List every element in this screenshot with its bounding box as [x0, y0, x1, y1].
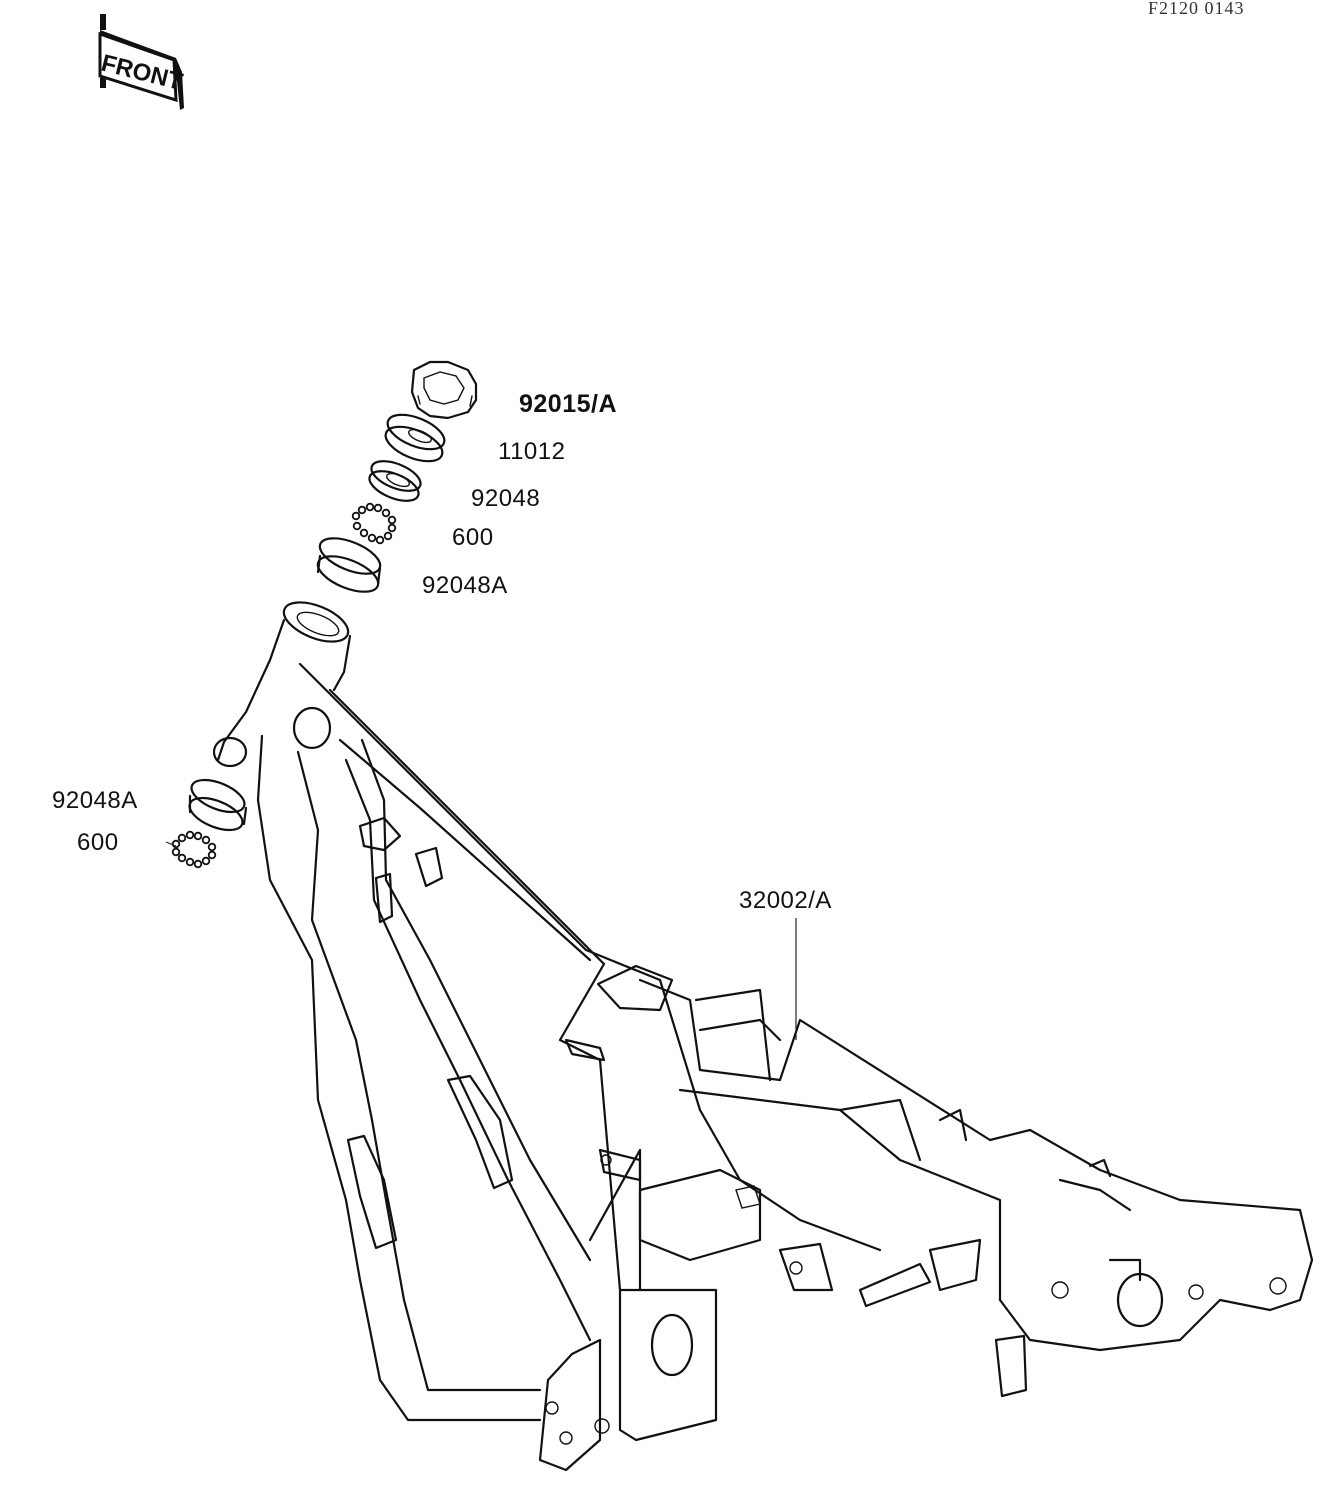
part-label-11012: 11012: [498, 438, 565, 465]
motorcycle-frame: [212, 601, 1314, 1472]
reference-code: F2120 0143: [1148, 0, 1245, 18]
part-label-32002-a: 32002/A: [739, 887, 832, 914]
front-marker-icon: FRONT: [98, 14, 186, 110]
part-label-92048a-lower: 92048A: [52, 787, 138, 814]
steering-stem-nut-washer: [384, 413, 446, 463]
part-label-92048: 92048: [471, 485, 540, 512]
part-label-92015-a: 92015/A: [519, 390, 617, 418]
steering-stem-nut: [410, 360, 478, 420]
upper-outer-race: [316, 537, 382, 593]
part-label-92048a-upper: 92048A: [422, 572, 508, 599]
part-label-600-lower: 600: [77, 829, 119, 856]
upper-steel-balls: [351, 502, 397, 545]
upper-bearing-race: [368, 460, 422, 502]
lower-outer-race: [188, 778, 248, 832]
lower-steel-balls: [171, 830, 217, 869]
part-label-600-upper: 600: [452, 524, 494, 551]
leader-lines: [165, 841, 797, 1040]
